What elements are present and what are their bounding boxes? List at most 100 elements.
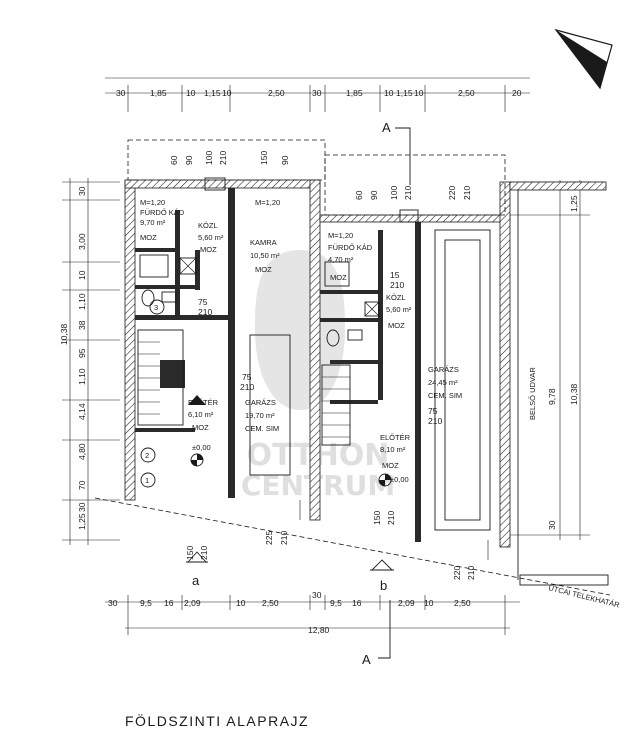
room-furdo-2: M=1,20 (328, 231, 353, 240)
svg-text:210: 210 (403, 186, 413, 200)
svg-text:220: 220 (447, 186, 457, 200)
street-label: UTCAI TELEKHATÁR (548, 583, 622, 610)
svg-text:CEM. SIM: CEM. SIM (428, 391, 462, 400)
svg-text:9,70 m²: 9,70 m² (140, 218, 166, 227)
bottom-dim-5: 10 (236, 598, 246, 608)
bathtub-icon-2 (324, 261, 350, 287)
sink-icon (161, 291, 177, 303)
right-dim-1: 1,25 (569, 195, 579, 212)
sink-icon-2 (347, 329, 363, 341)
drawing-title: FÖLDSZINTI ALAPRAJZ (125, 712, 309, 729)
bottom-dim-3: 16 (164, 598, 174, 608)
svg-text:210: 210 (428, 416, 442, 426)
right-top-wall (319, 214, 511, 223)
section-marker-a: a (186, 395, 208, 588)
svg-text:90: 90 (280, 155, 290, 165)
upper-outline-right (324, 154, 506, 216)
left-dim-1: 30 (77, 186, 87, 196)
section-b-label: b (380, 578, 387, 593)
svg-text:15: 15 (390, 270, 400, 280)
svg-text:MOZ: MOZ (388, 321, 405, 330)
section-A-bottom-label: A (362, 652, 371, 667)
section-marker-b: b (370, 559, 394, 593)
top-dim-2: 1,85 (150, 88, 167, 98)
svg-text:MOZ: MOZ (140, 233, 157, 242)
top-dim-9: 10 (384, 88, 394, 98)
bottom-dim-12: 2,50 (454, 598, 471, 608)
svg-text:100: 100 (204, 151, 214, 165)
left-dim-4: 1,10 (77, 293, 87, 310)
left-dim-12: 1,25 (77, 513, 87, 530)
stair-mark-2 (140, 447, 156, 463)
left-dim-3: 10 (77, 270, 87, 280)
right-dim-3: 10,38 (569, 383, 579, 405)
room-kozl-2: KÖZL (386, 293, 406, 302)
room-garazs-1: GARÁZS (245, 398, 276, 407)
stair-mark-1 (140, 472, 156, 488)
level-left: ±0,00 (192, 443, 211, 452)
toilet-icon (141, 289, 155, 307)
svg-text:225: 225 (264, 531, 274, 545)
svg-text:210: 210 (198, 307, 212, 317)
left-dim-9: 4,80 (77, 443, 87, 460)
svg-text:1: 1 (145, 476, 149, 485)
svg-text:150: 150 (185, 546, 195, 560)
svg-text:210: 210 (279, 531, 289, 545)
courtyard: BELSŐ UDVAR (509, 181, 609, 586)
unit-left: 3 2 1 ±0,00 (124, 177, 321, 521)
room-furdo-1: M=1,20 (140, 198, 165, 207)
right-dimension-chain: 1,25 9,78 10,38 30 (510, 180, 605, 540)
left-dimension-chain: 10,38 30 3,00 10 1,10 38 95 1,10 4,14 4,… (59, 178, 120, 545)
svg-text:220: 220 (452, 566, 462, 580)
right-outer-wall (499, 181, 511, 548)
top-dim-8: 1,85 (346, 88, 363, 98)
left-dim-11: 30 (77, 502, 87, 512)
svg-text:210: 210 (199, 546, 209, 560)
room-kamra-1: KAMRA (250, 238, 277, 247)
svg-text:90: 90 (184, 155, 194, 165)
bottom-dim-10: 2,09 (398, 598, 415, 608)
top-dim-4: 1,15 (204, 88, 221, 98)
svg-text:210: 210 (218, 151, 228, 165)
room-eloter-2: ELŐTÉR (380, 433, 411, 442)
left-dim-7: 1,10 (77, 368, 87, 385)
bottom-dimension-chain: 30 9,5 16 2,09 10 2,50 30 9,5 16 2,09 10… (105, 590, 520, 635)
svg-text:60: 60 (169, 155, 179, 165)
bottom-dim-7: 30 (312, 590, 322, 600)
svg-text:3: 3 (154, 303, 158, 312)
right-dim-2: 9,78 (547, 388, 557, 405)
svg-text:60: 60 (354, 190, 364, 200)
section-A-top-label: A (382, 120, 391, 135)
bottom-dim-1: 30 (108, 598, 118, 608)
room-kozl-1: KÖZL (198, 221, 218, 230)
bottom-dim-9: 16 (352, 598, 362, 608)
svg-text:210: 210 (390, 280, 404, 290)
unit-right: ±0,00 (299, 181, 511, 560)
svg-text:4,70 m²: 4,70 m² (328, 255, 354, 264)
top-dim-1: 30 (116, 88, 126, 98)
room-garazs-2: GARÁZS (428, 365, 459, 374)
left-dim-2: 3,00 (77, 233, 87, 250)
bottom-dim-2: 9,5 (140, 598, 152, 608)
top-dim-5: 10 (222, 88, 232, 98)
opening-marks: 60 90 100 210 150 90 60 90 100 210 220 2… (169, 151, 476, 580)
top-dim-3: 10 (186, 88, 196, 98)
bottom-dim-4: 2,09 (184, 598, 201, 608)
courtyard-label: BELSŐ UDVAR (528, 367, 537, 420)
top-dim-13: 20 (512, 88, 522, 98)
bathtub-icon (139, 254, 169, 278)
left-dim-6: 95 (77, 348, 87, 358)
svg-text:75: 75 (198, 297, 208, 307)
svg-text:210: 210 (462, 186, 472, 200)
svg-text:10,50 m²: 10,50 m² (250, 251, 280, 260)
shaft-icon-2 (364, 301, 380, 317)
svg-text:75: 75 (428, 406, 438, 416)
svg-text:CEM. SIM: CEM. SIM (245, 424, 279, 433)
section-marker-A-top: A (382, 120, 411, 185)
left-dim-8: 4,14 (77, 403, 87, 420)
bottom-dim-11: 10 (424, 598, 434, 608)
svg-text:100: 100 (389, 186, 399, 200)
stair-mark-3 (149, 299, 165, 315)
svg-text:150: 150 (259, 151, 269, 165)
svg-text:8,10 m²: 8,10 m² (380, 445, 406, 454)
